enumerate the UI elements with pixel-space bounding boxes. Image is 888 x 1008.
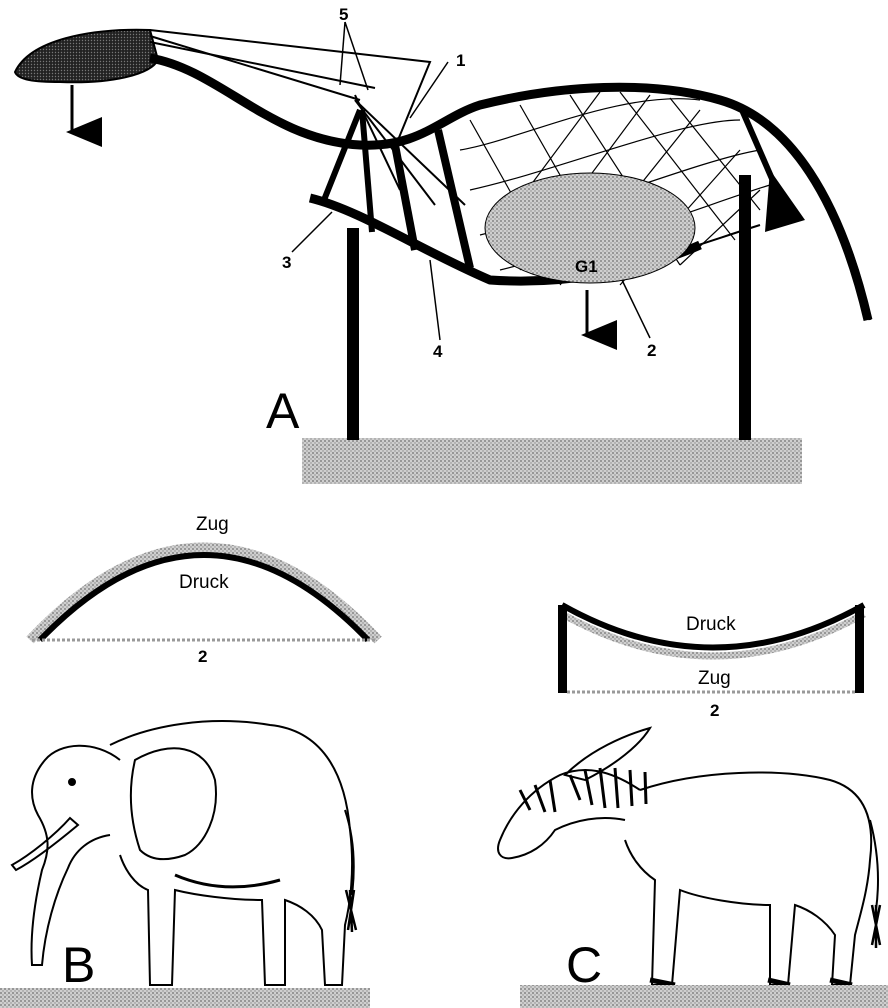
panel-a-letter: A xyxy=(266,383,300,439)
rear-pillar xyxy=(739,175,751,440)
panel-a: 1 5 3 4 2 G1 A xyxy=(15,5,870,484)
strut xyxy=(322,110,360,205)
ground-block xyxy=(302,438,802,484)
elephant-belly-band xyxy=(175,875,280,887)
label-5: 5 xyxy=(339,5,348,24)
sag-left-post xyxy=(558,605,567,693)
donkey-ear xyxy=(565,728,650,780)
arch-number: 2 xyxy=(198,647,207,666)
sag-right-post xyxy=(855,605,864,693)
sag-number: 2 xyxy=(710,701,719,720)
tendon-lines xyxy=(150,30,465,205)
donkey-hooves xyxy=(650,980,852,985)
label-2: 2 xyxy=(647,341,656,360)
sag-druck-label: Druck xyxy=(686,614,736,635)
arch-inner xyxy=(40,555,368,640)
sag-zug-label: Zug xyxy=(698,668,731,689)
sag-diagram: Druck Zug 2 xyxy=(558,605,864,720)
elephant-body xyxy=(110,721,352,985)
donkey-tail-tuft xyxy=(872,905,880,948)
arch-diagram: Zug Druck 2 xyxy=(30,514,378,666)
elephant-head xyxy=(32,746,120,965)
label-3: 3 xyxy=(282,253,291,272)
elephant-tail xyxy=(345,810,354,895)
label-1: 1 xyxy=(456,51,465,70)
arch-zug-label: Zug xyxy=(196,514,229,535)
strut xyxy=(438,130,470,268)
elephant-ear xyxy=(131,748,216,859)
donkey-body xyxy=(625,773,871,985)
donkey-mane xyxy=(520,768,646,812)
label-4: 4 xyxy=(433,342,443,361)
ground-b xyxy=(0,988,370,1008)
panel-c-letter: C xyxy=(566,937,602,993)
tail-wedge xyxy=(765,170,805,232)
head-counterweight xyxy=(15,30,158,82)
donkey-head xyxy=(498,770,640,858)
panel-b-letter: B xyxy=(62,937,95,993)
panel-b: B xyxy=(0,721,370,1008)
panel-c: C xyxy=(498,728,888,1008)
arch-outer xyxy=(30,548,378,641)
elephant-eye xyxy=(69,779,75,785)
label-g1: G1 xyxy=(575,257,598,276)
arch-druck-label: Druck xyxy=(179,572,229,593)
front-pillar xyxy=(347,228,359,440)
